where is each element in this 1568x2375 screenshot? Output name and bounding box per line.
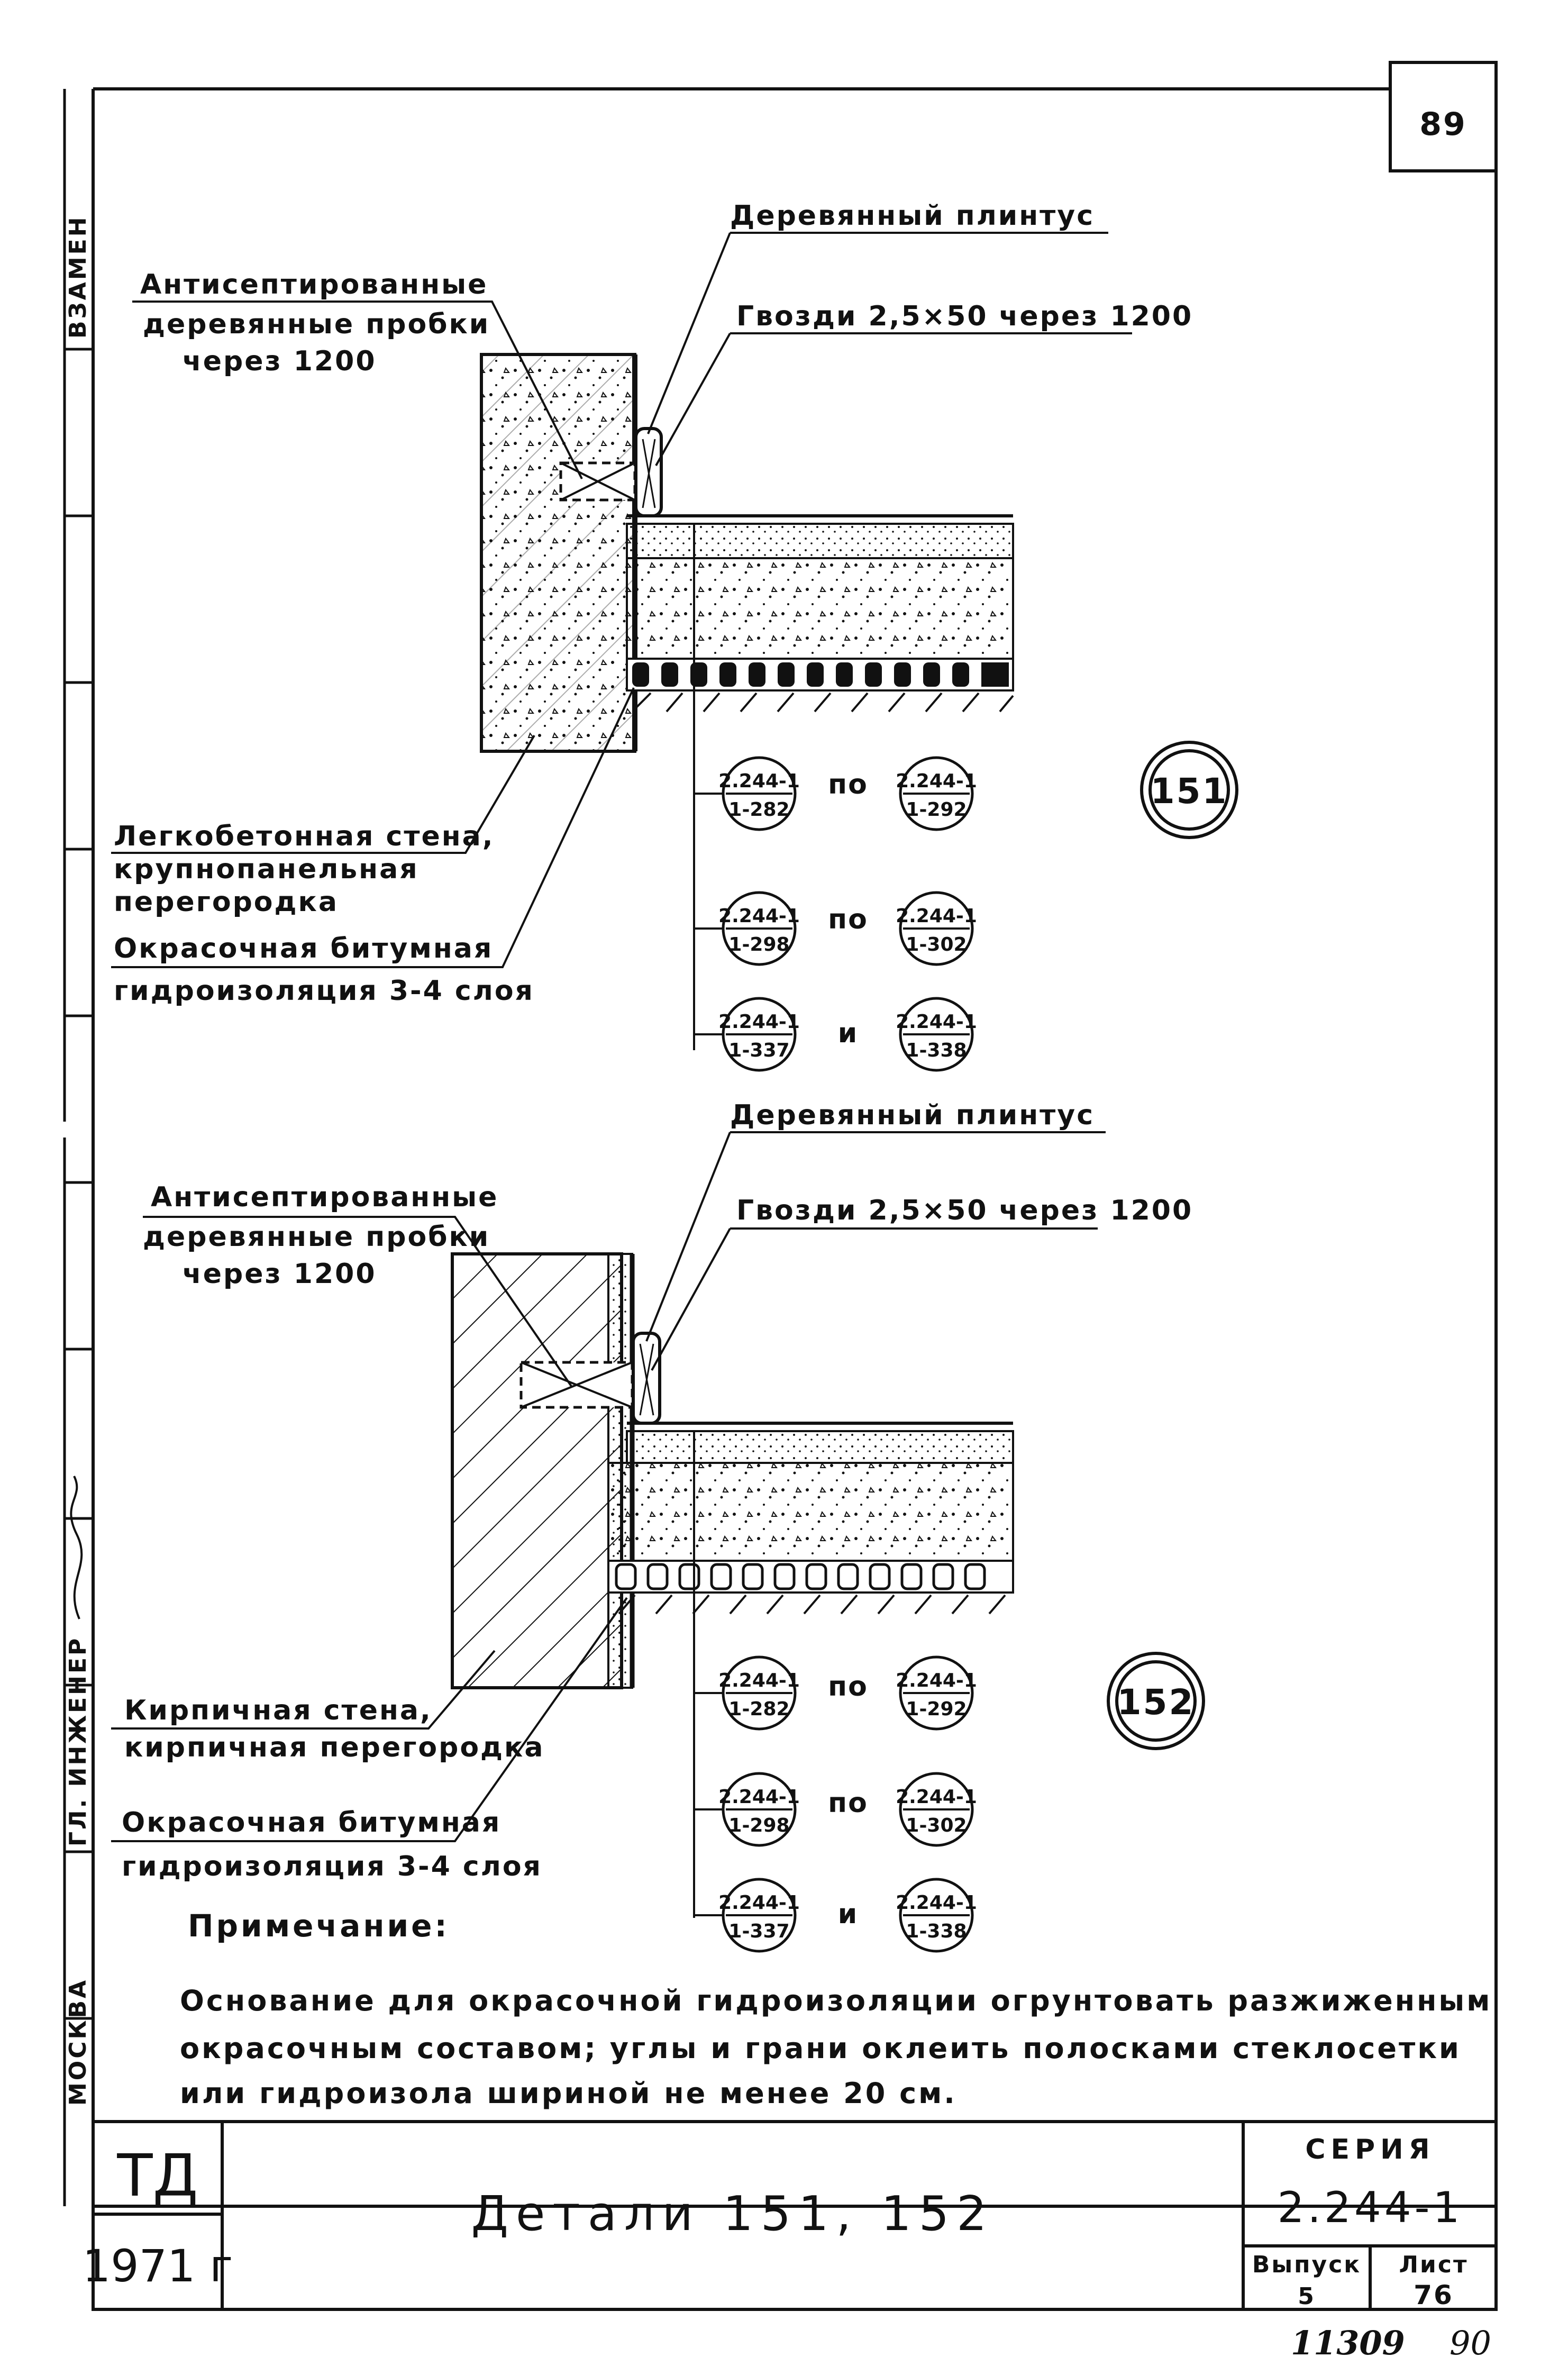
sheet-label: Лист — [1399, 2251, 1469, 2278]
ref-151-e-bottom: 1-337 — [728, 1040, 789, 1061]
label-waterproof-151-l2: гидроизоляция 3-4 слоя — [114, 975, 534, 1007]
label-wall-151-l1: Легкобетонная стена, — [114, 821, 495, 852]
org-mark: ТД — [116, 2142, 198, 2209]
wall-brick — [451, 1252, 623, 1689]
label-plugs-151-l3: через 1200 — [183, 345, 377, 377]
ref-151-a-top: 2.244-1 — [718, 770, 800, 792]
ref-152-po-2: по — [828, 1787, 868, 1819]
footer-number: 90 — [1450, 2324, 1491, 2362]
label-wall-151-l3: перегородка — [114, 886, 339, 918]
ref-151-po-2: по — [828, 904, 868, 935]
ref-151-po-1: по — [828, 769, 868, 800]
label-waterproof-151-l1: Окрасочная битумная — [114, 933, 493, 964]
ref-152-a-bottom: 1-282 — [728, 1698, 789, 1720]
ref-151-i: и — [838, 1017, 858, 1049]
label-plugs-151-l2: деревянные пробки — [143, 308, 490, 340]
issue-value: 5 — [1298, 2283, 1316, 2310]
ref-152-e-top: 2.244-1 — [718, 1892, 800, 1914]
ref-151-f-bottom: 1-338 — [906, 1040, 967, 1061]
detail-152-drawing — [111, 1131, 1106, 1918]
year: 1971 г — [83, 2240, 233, 2292]
ref-152-b-top: 2.244-1 — [896, 1670, 977, 1691]
ref-151-c-bottom: 1-298 — [728, 934, 789, 956]
concrete-slab — [626, 557, 1014, 660]
stamp-town: МОСКВА — [65, 1978, 92, 2106]
ref-152-b-bottom: 1-292 — [906, 1698, 967, 1720]
note-line-2: окрасочным составом; углы и грани оклеит… — [180, 2032, 1461, 2065]
ref-152-c-top: 2.244-1 — [718, 1786, 800, 1808]
issue-label: Выпуск — [1252, 2251, 1361, 2278]
label-nails-151: Гвозди 2,5×50 через 1200 — [736, 301, 1193, 332]
ref-151-b-bottom: 1-292 — [906, 799, 967, 821]
label-plugs-152-l3: через 1200 — [183, 1258, 377, 1290]
label-wall-152-l1: Кирпичная стена, — [124, 1695, 432, 1726]
drawing-title: Детали 151, 152 — [471, 2186, 995, 2242]
stamp-vzamen: ВЗАМЕН — [65, 215, 92, 339]
label-waterproof-152-l1: Окрасочная битумная — [122, 1807, 501, 1839]
ref-152-po-1: по — [828, 1671, 868, 1703]
screed-layer — [626, 523, 1014, 559]
sheet-frame — [92, 61, 1498, 2208]
ref-152-d-top: 2.244-1 — [896, 1786, 977, 1808]
label-skirting-152: Деревянный плинтус — [730, 1099, 1095, 1131]
series-value: 2.244-1 — [1278, 2183, 1463, 2232]
detail-number-151: 151 — [1151, 771, 1228, 812]
ref-151-d-bottom: 1-302 — [906, 934, 967, 956]
soil-hatch — [634, 692, 1014, 713]
side-stamp — [63, 89, 93, 2206]
ref-152-c-bottom: 1-298 — [728, 1815, 789, 1836]
ref-152-f-bottom: 1-338 — [906, 1921, 967, 1942]
ref-151-b-top: 2.244-1 — [896, 770, 977, 792]
detail-number-152: 152 — [1117, 1682, 1195, 1723]
ref-151-e-top: 2.244-1 — [718, 1011, 800, 1033]
ref-151-a-bottom: 1-282 — [728, 799, 789, 821]
title-block — [92, 2120, 1498, 2311]
ref-151-f-top: 2.244-1 — [896, 1011, 977, 1033]
detail-number-151-badge — [1140, 741, 1238, 839]
note-line-1: Основание для окрасочной гидроизоляции о… — [180, 1984, 1492, 2017]
note-heading: Примечание: — [188, 1908, 450, 1944]
footer-code: 11309 — [1291, 2324, 1405, 2362]
ref-151-d-top: 2.244-1 — [896, 905, 977, 927]
sheet-number: 89 — [1419, 106, 1467, 143]
label-wall-152-l2: кирпичная перегородка — [124, 1732, 544, 1763]
stamp-engineer: ГЛ. ИНЖЕНЕР — [65, 1636, 92, 1846]
ref-151-c-top: 2.244-1 — [718, 905, 800, 927]
label-plugs-151-l1: Антисептированные — [140, 269, 488, 301]
ref-152-a-top: 2.244-1 — [718, 1670, 800, 1691]
sheet-value: 76 — [1414, 2280, 1454, 2310]
stamp-signature — [70, 1476, 83, 1619]
ref-152-f-top: 2.244-1 — [896, 1892, 977, 1914]
label-wall-151-l2: крупнопанельная — [114, 853, 419, 885]
label-plugs-152-l1: Антисептированные — [151, 1181, 498, 1213]
ref-152-d-bottom: 1-302 — [906, 1815, 967, 1836]
ref-152-i: и — [838, 1898, 858, 1930]
label-skirting-151: Деревянный плинтус — [730, 200, 1095, 232]
label-nails-152: Гвозди 2,5×50 через 1200 — [736, 1195, 1193, 1226]
series-label: СЕРИЯ — [1305, 2134, 1435, 2165]
detail-151-drawing — [111, 232, 1132, 1050]
detail-number-152-badge — [1107, 1652, 1205, 1750]
label-plugs-152-l2: деревянные пробки — [143, 1221, 490, 1253]
label-waterproof-152-l2: гидроизоляция 3-4 слоя — [122, 1851, 542, 1882]
note-line-3: или гидроизола шириной не менее 20 см. — [180, 2077, 957, 2110]
ref-152-e-bottom: 1-337 — [728, 1921, 789, 1942]
